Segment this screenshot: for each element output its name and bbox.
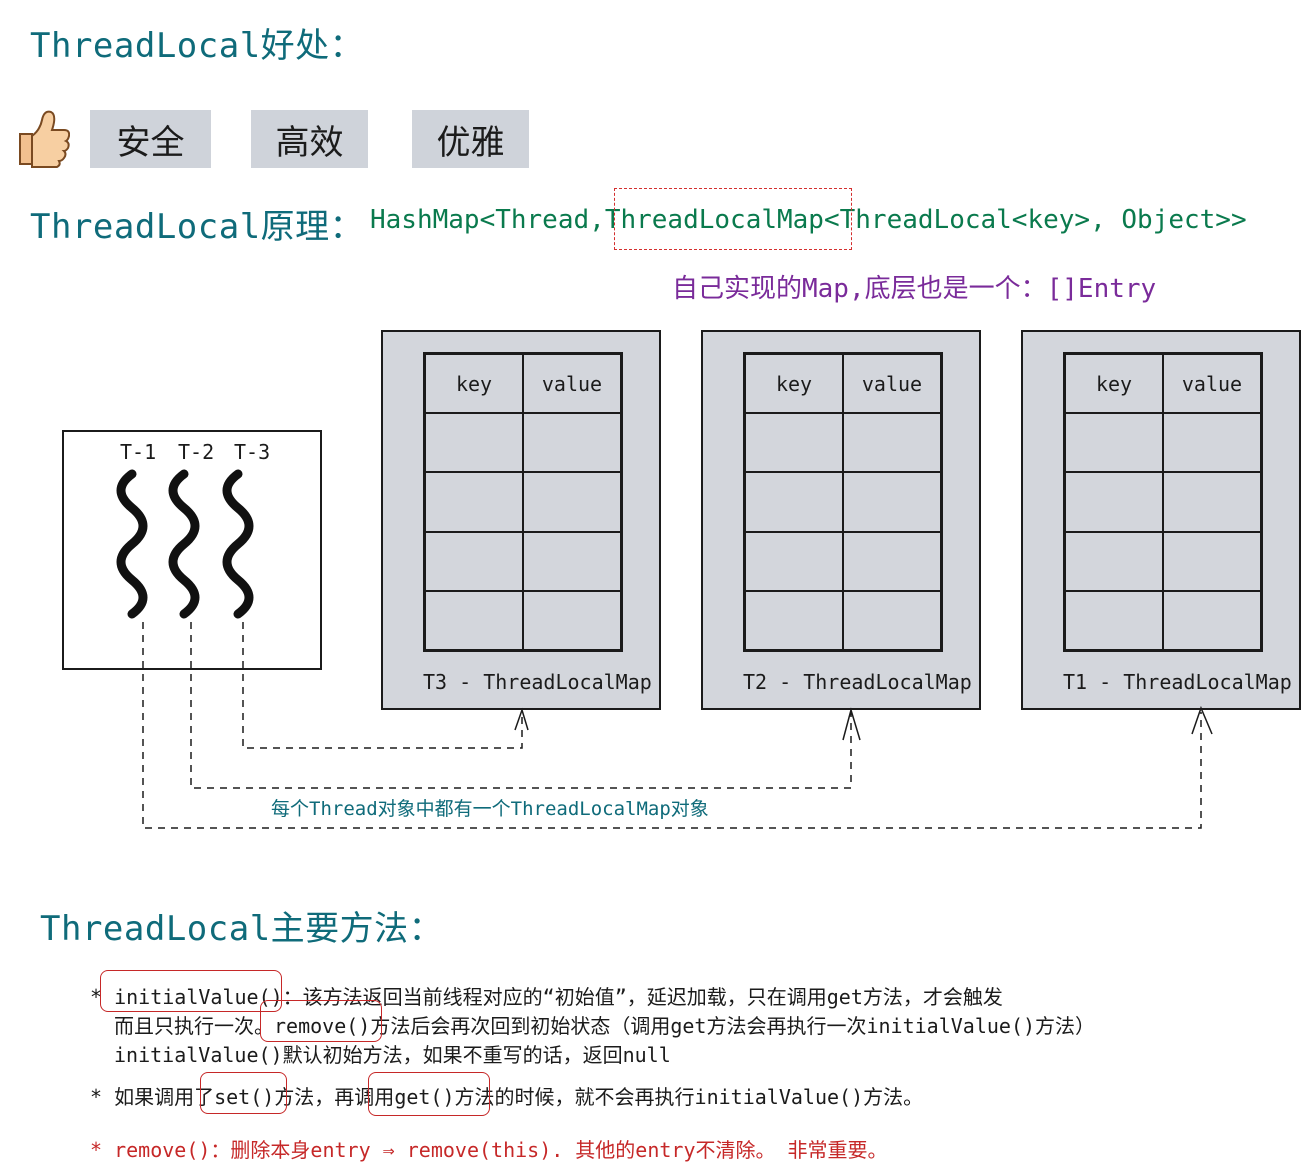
highlight-remove bbox=[260, 1000, 382, 1042]
entry-cell bbox=[843, 531, 941, 591]
entry-cell bbox=[1163, 413, 1261, 473]
arrowhead bbox=[842, 707, 861, 741]
entry-cell bbox=[523, 413, 621, 473]
arrowhead bbox=[514, 707, 529, 731]
arrow-t3-to-map bbox=[242, 622, 523, 749]
entry-cell bbox=[843, 590, 941, 650]
entry-cell bbox=[1065, 472, 1163, 532]
arrow-t1-to-map bbox=[142, 622, 1202, 829]
method-desc: 而且只执行一次。 bbox=[114, 1014, 274, 1038]
benefits-heading: ThreadLocal好处： bbox=[30, 26, 365, 66]
method-name-remove: remove() bbox=[274, 1014, 371, 1038]
method-initialvalue-line1: * initialValue()：该方法返回当前线程对应的“初始值”，延迟加载，… bbox=[90, 981, 1003, 1010]
method-initialvalue-line3: initialValue()默认初始方法，如果不重写的话，返回null bbox=[114, 1043, 671, 1067]
entry-cell bbox=[523, 531, 621, 591]
method-desc: 方法，再调用 bbox=[274, 1085, 395, 1109]
entry-table-t2: key value bbox=[743, 352, 943, 652]
method-remove-line: * remove()：删除本身entry ⇒ remove(this). 其他的… bbox=[90, 1138, 888, 1162]
arrow-note: 每个Thread对象中都有一个ThreadLocalMap对象 bbox=[271, 798, 709, 820]
formula-highlight: ThreadLocalMap bbox=[604, 205, 824, 235]
entry-cell bbox=[843, 413, 941, 473]
entry-cell bbox=[745, 472, 843, 532]
entry-cell bbox=[745, 590, 843, 650]
badge-elegant: 优雅 bbox=[412, 110, 529, 168]
principle-formula: HashMap<Thread,ThreadLocalMap<ThreadLoca… bbox=[370, 205, 1247, 235]
method-name-initialvalue: initialValue() bbox=[114, 985, 283, 1009]
principle-heading: ThreadLocal原理： bbox=[30, 207, 365, 247]
entry-cell bbox=[1163, 590, 1261, 650]
method-set-get-line: * 如果调用了set()方法，再调用get()方法的时候，就不会再执行initi… bbox=[90, 1081, 923, 1110]
key-header: key bbox=[1065, 354, 1163, 414]
formula-prefix: HashMap<Thread, bbox=[370, 205, 605, 235]
entry-cell bbox=[843, 472, 941, 532]
key-header: key bbox=[425, 354, 523, 414]
entry-cell bbox=[425, 413, 523, 473]
method-initialvalue-line2: 而且只执行一次。remove()方法后会再次回到初始状态（调用get方法会再执行… bbox=[114, 1010, 1095, 1039]
entry-cell bbox=[1163, 531, 1261, 591]
method-name-get: get() bbox=[394, 1085, 455, 1109]
thread-waves-icon bbox=[116, 469, 254, 619]
bullet-star: * bbox=[90, 985, 103, 1009]
highlight-set bbox=[200, 1072, 287, 1114]
entry-cell bbox=[745, 413, 843, 473]
formula-suffix: <ThreadLocal<key>, Object>> bbox=[823, 205, 1247, 235]
entry-cell bbox=[523, 590, 621, 650]
entry-cell bbox=[425, 472, 523, 532]
methods-heading: ThreadLocal主要方法： bbox=[40, 909, 444, 949]
method-desc: 方法的时候，就不会再执行initialValue()方法。 bbox=[454, 1085, 924, 1109]
highlight-get bbox=[368, 1072, 490, 1116]
badge-safe: 安全 bbox=[90, 110, 211, 168]
map-box-t3: key value T3 - ThreadLocalMap bbox=[381, 330, 661, 710]
map-box-t1: key value T1 - ThreadLocalMap bbox=[1021, 330, 1301, 710]
key-header: key bbox=[745, 354, 843, 414]
value-header: value bbox=[523, 354, 621, 414]
value-header: value bbox=[843, 354, 941, 414]
method-desc: 如果调用了 bbox=[114, 1085, 215, 1109]
thread-label-1: T-1 bbox=[120, 440, 157, 464]
arrow-t2-to-map bbox=[190, 622, 852, 789]
map-label-t3: T3 - ThreadLocalMap bbox=[423, 670, 652, 694]
thumbs-up-icon bbox=[19, 110, 70, 168]
thread-box: T-1 T-2 T-3 bbox=[62, 430, 322, 670]
method-desc: ：该方法返回当前线程对应的“初始值”，延迟加载，只在调用get方法，才会触发 bbox=[282, 985, 1003, 1009]
entry-cell bbox=[425, 531, 523, 591]
map-label-t2: T2 - ThreadLocalMap bbox=[743, 670, 972, 694]
entry-cell bbox=[1163, 472, 1261, 532]
entry-table-t3: key value bbox=[423, 352, 623, 652]
highlight-initialvalue bbox=[100, 970, 282, 1012]
entry-table-t1: key value bbox=[1063, 352, 1263, 652]
value-header: value bbox=[1163, 354, 1261, 414]
method-name-set: set() bbox=[214, 1085, 275, 1109]
entry-cell bbox=[745, 531, 843, 591]
thread-label-3: T-3 bbox=[234, 440, 271, 464]
method-desc: 方法后会再次回到初始状态（调用get方法会再执行一次initialValue()… bbox=[370, 1014, 1096, 1038]
bullet-star: * bbox=[90, 1085, 103, 1109]
badge-efficient: 高效 bbox=[251, 110, 368, 168]
entry-cell bbox=[523, 472, 621, 532]
map-note: 自己实现的Map,底层也是一个：[]Entry bbox=[672, 274, 1157, 304]
arrowhead bbox=[1191, 705, 1213, 735]
entry-cell bbox=[1065, 413, 1163, 473]
map-label-t1: T1 - ThreadLocalMap bbox=[1063, 670, 1292, 694]
entry-cell bbox=[1065, 590, 1163, 650]
map-box-t2: key value T2 - ThreadLocalMap bbox=[701, 330, 981, 710]
entry-cell bbox=[1065, 531, 1163, 591]
thread-label-2: T-2 bbox=[178, 440, 215, 464]
entry-cell bbox=[425, 590, 523, 650]
formula-highlight-box bbox=[614, 188, 852, 250]
